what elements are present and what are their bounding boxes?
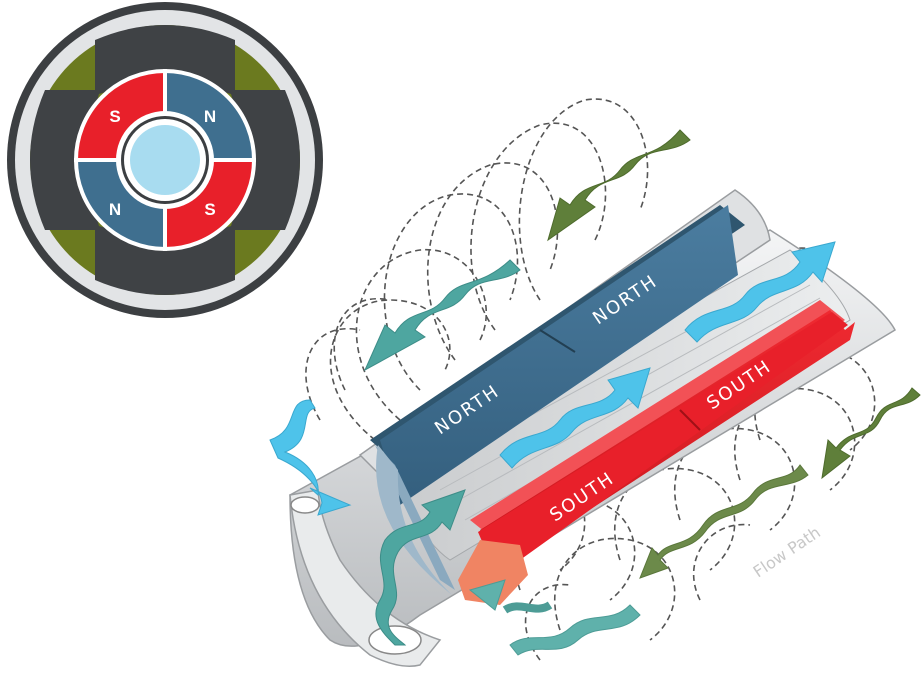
cyan-flow-arrow-3: [269, 399, 352, 516]
green-flow-arrow-right: [821, 387, 921, 480]
pole-label-top-right: N: [204, 107, 216, 126]
cross-section-view: S N N S: [7, 2, 323, 318]
pipe-front-rim: [289, 489, 442, 667]
fluid-core: [130, 125, 200, 195]
green-flow-arrow-top: [547, 129, 691, 242]
cyan-flow-arrow-2: [684, 241, 836, 343]
pole-label-bottom-right: S: [204, 200, 215, 219]
teal-flow-arrow-bottom: [468, 579, 641, 656]
south-magnet-bar: SOUTH SOUTH: [458, 300, 855, 605]
flow-path-label: Flow Path: [750, 523, 824, 582]
teal-flow-arrow-lower: [375, 489, 466, 646]
north-bar-face: [380, 205, 738, 505]
cyan-flow-arrow-1: [499, 367, 651, 469]
green-flow-arrow-bottom-right: [639, 464, 809, 579]
north-bar-side: [376, 445, 452, 595]
pole-label-bottom-left: N: [109, 200, 121, 219]
teal-flow-arrow-upper: [363, 259, 521, 372]
north-bar-seam: [539, 329, 576, 353]
pole-label-top-left: S: [109, 107, 120, 126]
south-bar-seam: [679, 409, 701, 431]
pipe-hole-upper: [290, 496, 320, 514]
south-bar-face-main: [478, 312, 848, 560]
flow-arrows: [269, 129, 921, 656]
